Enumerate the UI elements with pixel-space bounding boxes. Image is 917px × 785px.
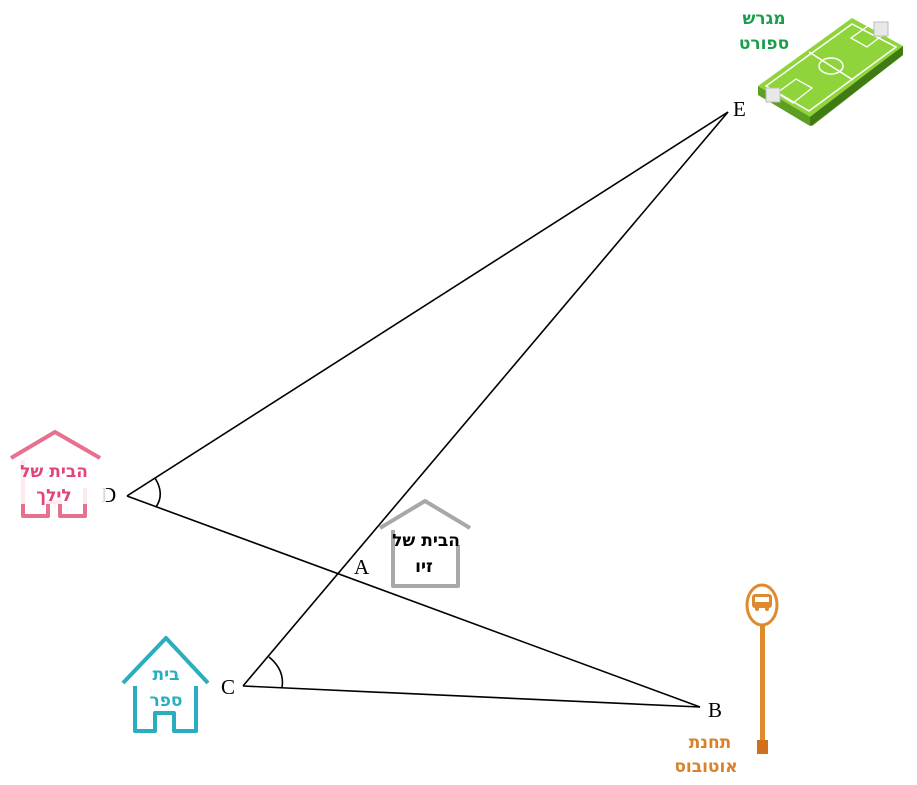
segment-db: [126, 495, 701, 708]
angle-c-arc: [268, 656, 284, 689]
bus-stop-label-line1: תחנת: [689, 733, 732, 753]
school-label-line2: ספר: [150, 691, 183, 711]
sports-field-label-line2: ספורט: [739, 34, 789, 54]
segment-ce: [242, 111, 729, 687]
school-icon: [121, 636, 210, 733]
point-a-label: A: [354, 555, 370, 579]
ziv-house-label-line2: זיו: [415, 557, 433, 577]
bus-stop-label-line2: אוטובוס: [674, 757, 737, 777]
school-label-line1: בית: [153, 665, 180, 685]
lilach-house-label-line1: הבית של: [20, 462, 88, 482]
lilach-house-label-line2: לילך: [36, 486, 71, 506]
angle-d-arc: [154, 477, 162, 508]
sports-field-icon: [758, 18, 903, 126]
ziv-house-label-line1: הבית של: [392, 531, 460, 551]
ziv-house-icon: [378, 499, 472, 588]
point-e-label: E: [733, 97, 746, 121]
bus-stop-icon: [745, 583, 779, 754]
segment-cb: [242, 685, 701, 708]
segment-de: [126, 111, 729, 497]
point-b-label: B: [708, 698, 722, 722]
sports-field-label-line1: מגרש: [742, 9, 785, 29]
point-c-label: C: [221, 675, 235, 699]
